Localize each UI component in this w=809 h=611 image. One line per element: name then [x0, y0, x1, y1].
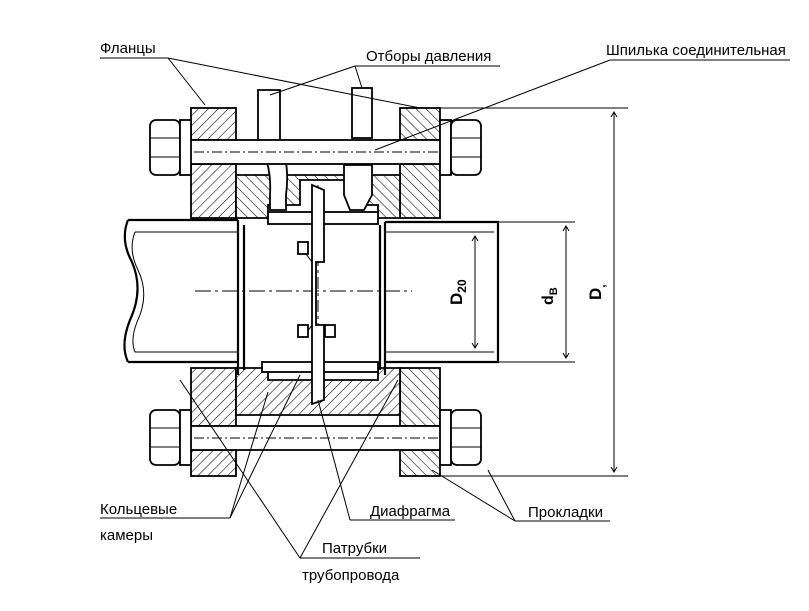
flanges-label: Фланцы — [100, 40, 156, 57]
d-outer-label: D — [586, 288, 605, 300]
lower-right-flange — [399, 367, 441, 477]
stud-label: Шпилька соединительная — [606, 42, 786, 59]
lower-right-nut — [439, 409, 482, 466]
d20-label: D — [447, 293, 466, 305]
dv-label: d — [540, 295, 557, 305]
lower-left-nut — [149, 409, 192, 466]
lower-left-flange — [190, 367, 237, 477]
diaphragm-label: Диафрагма — [370, 503, 451, 520]
pipes-label-line2: трубопровода — [302, 567, 400, 584]
svg-text:dB: dB — [540, 287, 560, 305]
pressure-taps-label: Отборы давления — [366, 48, 491, 65]
d20-subscript: 20 — [455, 279, 469, 293]
ring-chambers-label-line2: камеры — [100, 527, 153, 544]
dimension-dv: dB — [498, 221, 575, 363]
svg-text:D20: D20 — [447, 279, 469, 305]
d-outer-subscript: , — [594, 284, 608, 287]
dimension-d-outer: D, — [420, 107, 628, 477]
lower-stud — [175, 425, 459, 451]
pipe-left — [123, 218, 238, 364]
pipe-right — [385, 220, 500, 364]
dimension-d20: D20 — [385, 231, 485, 353]
upper-stud — [175, 139, 459, 165]
gaskets-label: Прокладки — [528, 504, 603, 521]
leader-lines — [100, 57, 790, 559]
svg-text:D,: D, — [586, 284, 608, 300]
upper-left-nut — [149, 119, 192, 176]
diaphragm-plate — [297, 183, 336, 406]
upper-right-nut — [439, 119, 482, 176]
ring-chambers-label-line1: Кольцевые — [100, 501, 177, 518]
dv-subscript: B — [548, 287, 560, 295]
pressure-tap-right — [343, 87, 373, 211]
pipes-label-line1: Патрубки — [322, 540, 387, 557]
